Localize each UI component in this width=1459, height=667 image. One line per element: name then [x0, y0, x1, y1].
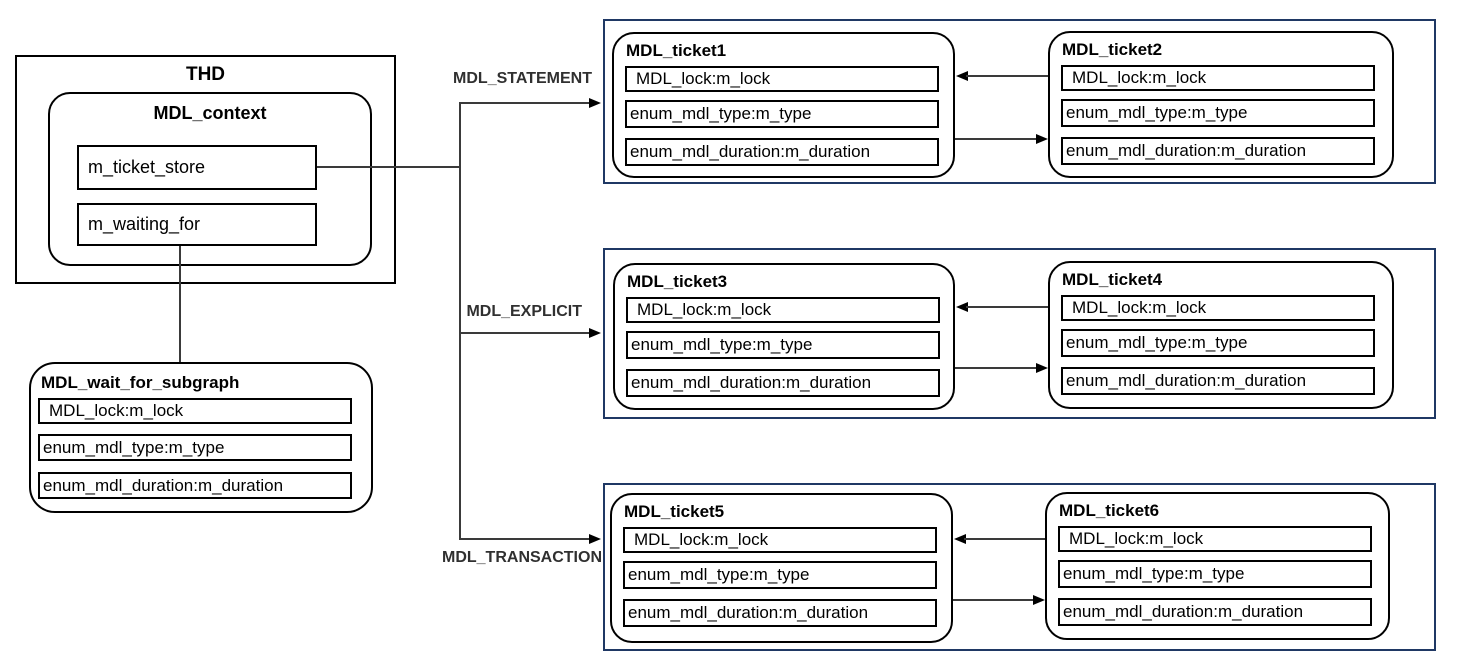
ticket5-to-ticket6-line — [953, 599, 1033, 601]
ticket4-box: MDL_ticket4 MDL_lock:m_lock enum_mdl_typ… — [1048, 261, 1394, 409]
ticket3-box: MDL_ticket3 MDL_lock:m_lock enum_mdl_typ… — [613, 263, 955, 410]
ticket3-field-m-type: enum_mdl_type:m_type — [626, 331, 940, 359]
ticket6-box: MDL_ticket6 MDL_lock:m_lock enum_mdl_typ… — [1045, 492, 1390, 640]
subgraph-field-m-lock: MDL_lock:m_lock — [38, 398, 352, 424]
ticket1-to-ticket2-arrowhead-icon — [1036, 134, 1048, 144]
branch-label-explicit: MDL_EXPLICIT — [466, 303, 582, 320]
branch-line-transaction — [461, 538, 589, 540]
ticket2-to-ticket1-line — [966, 75, 1048, 77]
ticket1-field-m-duration: enum_mdl_duration:m_duration — [625, 138, 939, 166]
branch-label-transaction: MDL_TRANSACTION — [442, 549, 602, 566]
ticket4-to-ticket3-line — [966, 306, 1048, 308]
subgraph-field-m-duration: enum_mdl_duration:m_duration — [38, 472, 352, 499]
ticket5-field-m-type: enum_mdl_type:m_type — [623, 561, 937, 589]
ticket2-to-ticket1-arrowhead-icon — [956, 71, 968, 81]
ticket5-box: MDL_ticket5 MDL_lock:m_lock enum_mdl_typ… — [610, 493, 953, 643]
m-ticket-store-field: m_ticket_store — [77, 145, 317, 190]
ticket4-field-m-type: enum_mdl_type:m_type — [1061, 329, 1375, 357]
mdl-context-title: MDL_context — [153, 103, 267, 123]
thd-title: THD — [185, 64, 226, 85]
branch-line-explicit — [461, 332, 589, 334]
ticket6-field-m-duration: enum_mdl_duration:m_duration — [1058, 598, 1372, 626]
ticket3-to-ticket4-line — [955, 367, 1036, 369]
ticket2-field-m-lock: MDL_lock:m_lock — [1061, 65, 1375, 91]
ticket6-field-m-lock: MDL_lock:m_lock — [1058, 526, 1372, 552]
ticket2-box: MDL_ticket2 MDL_lock:m_lock enum_mdl_typ… — [1048, 31, 1394, 178]
m-waiting-for-field: m_waiting_for — [77, 203, 317, 246]
ticket1-title: MDL_ticket1 — [626, 41, 727, 60]
ticket3-field-m-duration: enum_mdl_duration:m_duration — [626, 369, 940, 397]
ticket6-title: MDL_ticket6 — [1059, 501, 1160, 520]
ticket5-field-m-duration: enum_mdl_duration:m_duration — [623, 599, 937, 627]
ticket6-to-ticket5-line — [964, 538, 1045, 540]
ticket-store-feeder-line — [317, 166, 461, 168]
branch-line-statement — [461, 102, 589, 104]
ticket5-to-ticket6-arrowhead-icon — [1033, 595, 1045, 605]
ticket6-field-m-type: enum_mdl_type:m_type — [1058, 560, 1372, 588]
subgraph-field-m-type: enum_mdl_type:m_type — [38, 434, 352, 461]
waiting-for-to-subgraph-line — [179, 246, 181, 362]
ticket1-box: MDL_ticket1 MDL_lock:m_lock enum_mdl_typ… — [612, 32, 955, 178]
branch-arrowhead-explicit-icon — [589, 328, 601, 338]
ticket1-to-ticket2-line — [955, 138, 1036, 140]
trunk-line — [459, 102, 461, 540]
branch-arrowhead-statement-icon — [589, 98, 601, 108]
ticket3-field-m-lock: MDL_lock:m_lock — [626, 297, 940, 323]
ticket2-field-m-duration: enum_mdl_duration:m_duration — [1061, 137, 1375, 165]
ticket5-title: MDL_ticket5 — [624, 502, 725, 521]
ticket3-title: MDL_ticket3 — [627, 272, 728, 291]
branch-arrowhead-transaction-icon — [589, 534, 601, 544]
ticket5-field-m-lock: MDL_lock:m_lock — [623, 527, 937, 553]
ticket6-to-ticket5-arrowhead-icon — [954, 534, 966, 544]
ticket2-field-m-type: enum_mdl_type:m_type — [1061, 99, 1375, 127]
ticket4-field-m-lock: MDL_lock:m_lock — [1061, 295, 1375, 321]
branch-label-statement: MDL_STATEMENT — [453, 70, 592, 87]
ticket2-title: MDL_ticket2 — [1062, 40, 1163, 59]
ticket1-field-m-lock: MDL_lock:m_lock — [625, 66, 939, 92]
ticket3-to-ticket4-arrowhead-icon — [1036, 363, 1048, 373]
ticket1-field-m-type: enum_mdl_type:m_type — [625, 100, 939, 128]
ticket4-title: MDL_ticket4 — [1062, 270, 1163, 289]
ticket4-to-ticket3-arrowhead-icon — [956, 302, 968, 312]
ticket4-field-m-duration: enum_mdl_duration:m_duration — [1061, 367, 1375, 395]
mdl-wait-for-subgraph-title: MDL_wait_for_subgraph — [41, 373, 240, 392]
